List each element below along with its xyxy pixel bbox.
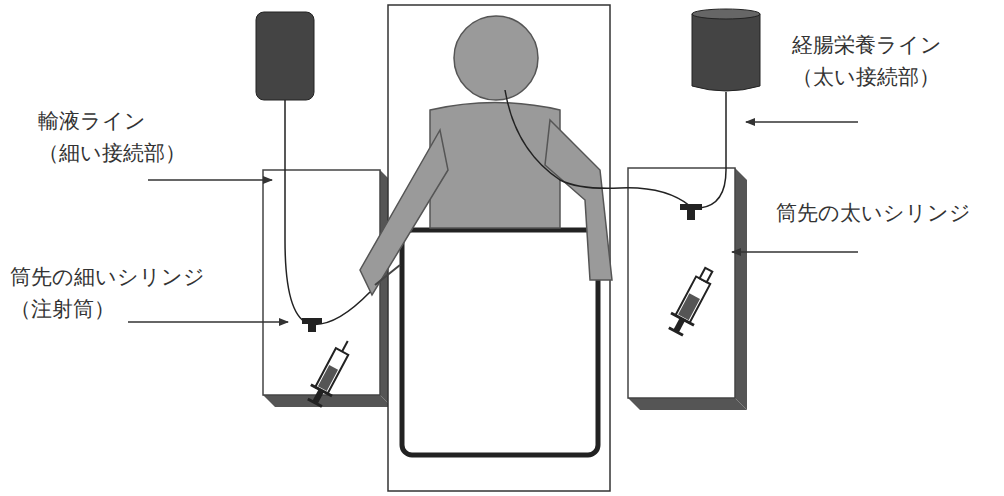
syringe-label: 筒先の細いシリンジ （注射筒） — [10, 262, 205, 325]
enteral-line — [700, 92, 726, 208]
iv-bag — [256, 12, 314, 100]
thick-syringe — [664, 264, 720, 338]
iv-line — [285, 100, 370, 324]
patient — [360, 16, 612, 295]
enteral-connector — [680, 204, 702, 220]
bed — [388, 5, 610, 491]
line-label: 経腸栄養ライン （太い接続部） — [792, 30, 942, 93]
blanket — [402, 230, 598, 455]
feeding-tube — [505, 90, 690, 206]
iv-connector — [302, 318, 322, 332]
callout-arrows — [128, 122, 858, 322]
right-table — [628, 168, 747, 410]
syringe-label: 筒先の太いシリンジ — [776, 198, 971, 230]
enteral-bag — [692, 14, 760, 91]
thin-syringe — [304, 335, 358, 408]
line-label: 輸液ライン （細い接続部） — [38, 106, 186, 169]
